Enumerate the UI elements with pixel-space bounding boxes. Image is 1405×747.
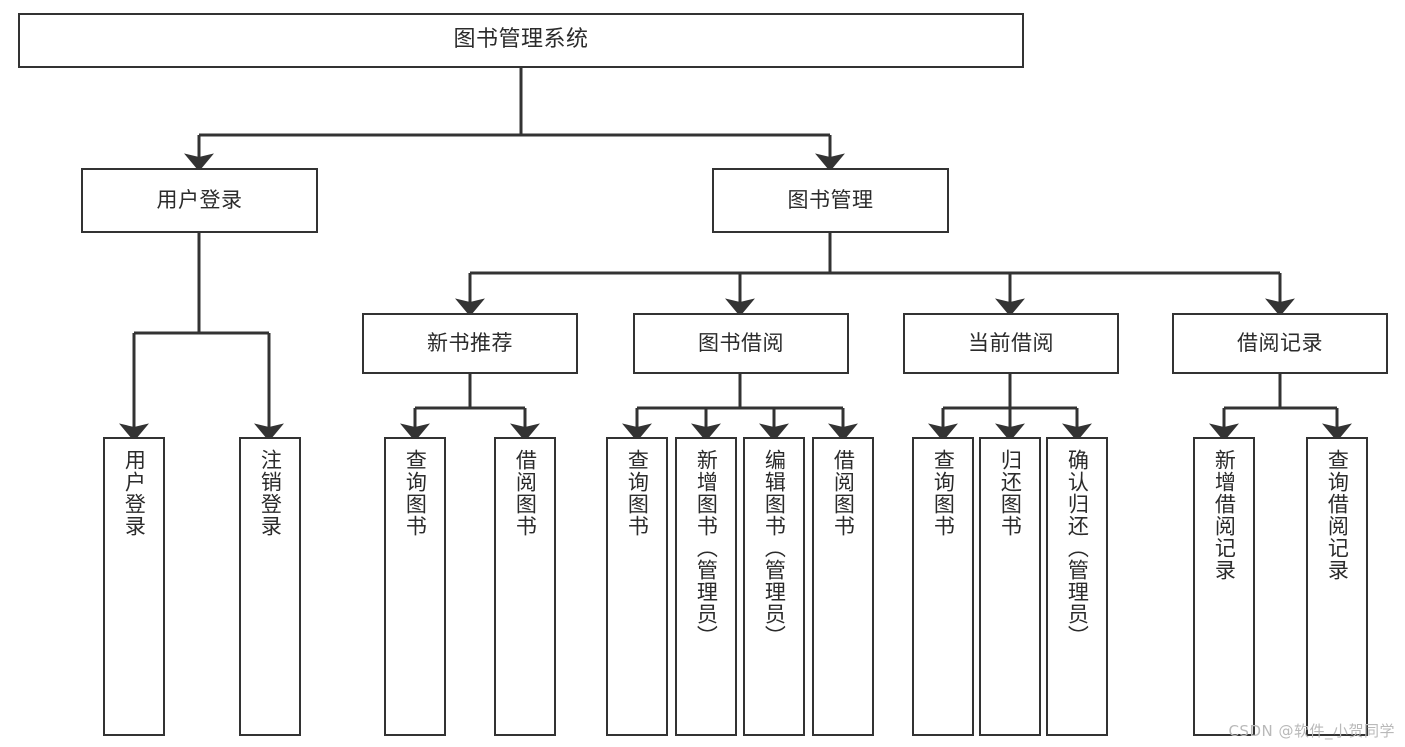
node-book-manage[interactable]: 图书管理	[712, 168, 949, 233]
node-leaf-user-login-label: 用户登录	[122, 449, 147, 537]
node-book-manage-label: 图书管理	[787, 187, 874, 212]
node-book-borrow[interactable]: 图书借阅	[633, 313, 849, 374]
node-current-borrow-label: 当前借阅	[968, 330, 1054, 355]
node-root[interactable]: 图书管理系统	[18, 13, 1024, 68]
node-book-borrow-label: 图书借阅	[698, 330, 784, 355]
node-leaf-user-logout-label: 注销登录	[258, 449, 283, 537]
node-leaf-borrow-book-2-label: 借阅图书	[831, 449, 856, 537]
node-root-label: 图书管理系统	[453, 27, 589, 53]
node-leaf-query-record-label: 查询借阅记录	[1325, 449, 1350, 581]
node-leaf-borrow-book-1-label: 借阅图书	[513, 449, 538, 537]
node-leaf-add-book[interactable]: 新增图书（管理员）	[675, 437, 737, 736]
node-leaf-query-book-1-label: 查询图书	[403, 449, 428, 537]
node-leaf-borrow-book-2[interactable]: 借阅图书	[812, 437, 874, 736]
node-leaf-add-record[interactable]: 新增借阅记录	[1193, 437, 1255, 736]
node-leaf-user-login[interactable]: 用户登录	[103, 437, 165, 736]
node-current-borrow[interactable]: 当前借阅	[903, 313, 1119, 374]
node-leaf-query-book-2[interactable]: 查询图书	[606, 437, 668, 736]
node-new-book-recommend[interactable]: 新书推荐	[362, 313, 578, 374]
node-leaf-confirm-return-label: 确认归还（管理员）	[1065, 449, 1090, 647]
node-leaf-add-record-label: 新增借阅记录	[1212, 449, 1237, 581]
node-leaf-query-book-2-label: 查询图书	[625, 449, 650, 537]
node-leaf-query-book-3[interactable]: 查询图书	[912, 437, 974, 736]
node-leaf-borrow-book-1[interactable]: 借阅图书	[494, 437, 556, 736]
node-leaf-return-book-label: 归还图书	[998, 449, 1023, 537]
node-borrow-record[interactable]: 借阅记录	[1172, 313, 1388, 374]
node-leaf-query-record[interactable]: 查询借阅记录	[1306, 437, 1368, 736]
node-leaf-confirm-return[interactable]: 确认归还（管理员）	[1046, 437, 1108, 736]
node-leaf-add-book-label: 新增图书（管理员）	[694, 449, 719, 647]
node-leaf-return-book[interactable]: 归还图书	[979, 437, 1041, 736]
node-user-login[interactable]: 用户登录	[81, 168, 318, 233]
node-user-login-label: 用户登录	[156, 187, 243, 212]
node-leaf-query-book-1[interactable]: 查询图书	[384, 437, 446, 736]
node-borrow-record-label: 借阅记录	[1237, 330, 1323, 355]
node-leaf-edit-book-label: 编辑图书（管理员）	[762, 449, 787, 647]
node-leaf-query-book-3-label: 查询图书	[931, 449, 956, 537]
node-new-book-recommend-label: 新书推荐	[427, 330, 513, 355]
node-leaf-user-logout[interactable]: 注销登录	[239, 437, 301, 736]
node-leaf-edit-book[interactable]: 编辑图书（管理员）	[743, 437, 805, 736]
